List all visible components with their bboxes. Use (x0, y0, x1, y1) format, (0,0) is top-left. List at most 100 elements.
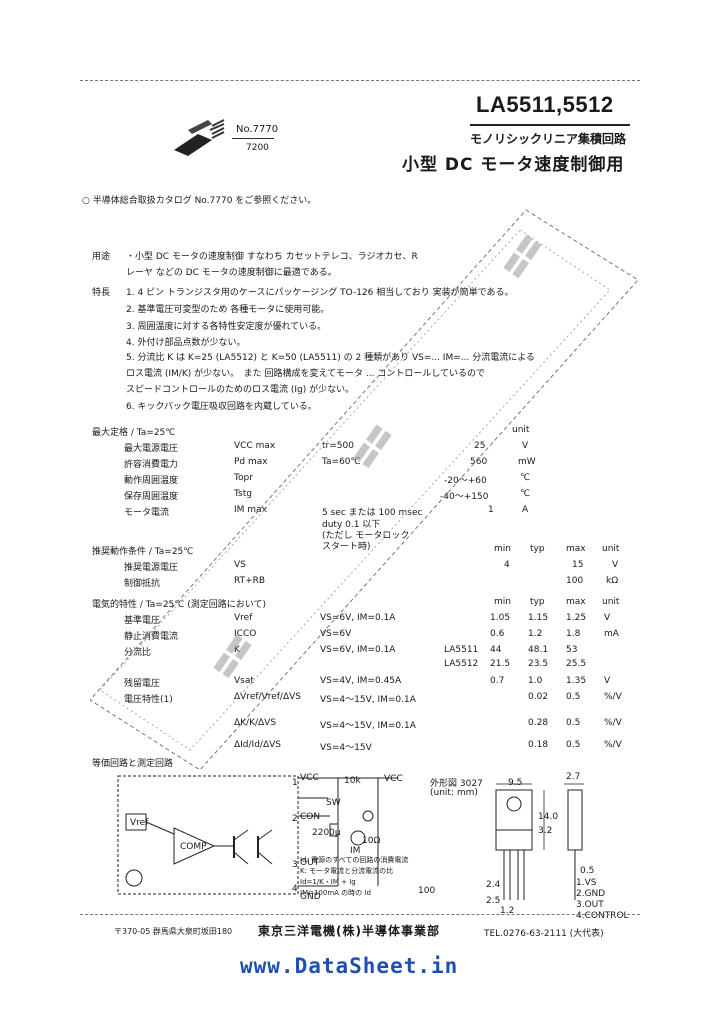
table-cell: 動作周囲温度 (124, 476, 179, 486)
table-cell: 23.5 (528, 659, 549, 669)
table-cell: 残留電圧 (124, 679, 161, 689)
pin-1: 1 (292, 778, 298, 788)
table-cell: VS=4～15V (320, 743, 372, 753)
max-ratings-unit-header: unit (512, 425, 530, 435)
table-cell: mA (604, 629, 619, 639)
table-cell: VS=4V, IM=0.45A (320, 676, 402, 686)
table-cell: 0.5 (566, 692, 581, 702)
table-cell: ICCO (234, 629, 257, 639)
table-cell: Vsat (234, 676, 254, 686)
circuit-note-2: K: モータ電流と分流電流の比 (300, 867, 394, 875)
comp-label: COMP (180, 842, 207, 852)
gnd-label: GND (300, 892, 321, 902)
formula-100: 100 (418, 886, 436, 896)
package-outline-drawing (495, 783, 584, 900)
col-max: max (566, 544, 586, 554)
table-cell: A (522, 505, 529, 515)
feature-line-5: 5. 分流比 K は K=25 (LA5512) と K=50 (LA5511)… (126, 353, 535, 363)
col-typ: typ (530, 544, 545, 554)
table-cell: 25 (474, 441, 486, 451)
table-cell: 25.5 (566, 659, 587, 669)
catalog-subnumber: 7200 (246, 143, 269, 153)
table-cell: 21.5 (490, 659, 511, 669)
package-unit: (unit: mm) (430, 788, 478, 798)
diagonal-stamp-band (90, 209, 639, 771)
table-cell: 1.05 (490, 613, 511, 623)
table-cell: kΩ (606, 576, 619, 586)
pin-assign-1: 1.VS (576, 878, 597, 888)
table-cell: ΔVref/Vref/ΔVS (234, 692, 301, 702)
table-cell: -40～+150 (440, 492, 489, 502)
table-cell: RT+RB (234, 576, 266, 586)
table-cell: ΔK/K/ΔVS (234, 718, 277, 728)
table-cell: 0.28 (528, 718, 549, 728)
resistor-10k-label: 10k (344, 776, 361, 786)
use-line-2: レーヤ などの DC モータの速度制御に最適である。 (126, 268, 337, 278)
pin-assign-2: 2.GND (576, 889, 606, 899)
circuit-note-4: IM=100mA の時の Id (300, 889, 371, 897)
dim-pitch: 2.5 (486, 896, 501, 906)
use-label: 用途 (92, 252, 111, 262)
feature-line-1: 1. 4 ピン トランジスタ用のケースにパッケージング TO-126 相当してお… (126, 288, 514, 298)
table-cell: K (234, 645, 240, 655)
table-cell: VS=6V (320, 629, 352, 639)
table-cell: 許容消費電力 (124, 460, 179, 470)
table-cell: 4 (504, 560, 510, 570)
table-cell: 0.18 (528, 740, 549, 750)
dim-lead: 0.5 (580, 866, 595, 876)
table-cell: ℃ (520, 473, 531, 483)
table-cell: VS=6V, IM=0.1A (320, 613, 396, 623)
table-cell: IM max (234, 505, 267, 515)
elec-chars-heading: 電気的特性 / Ta=25℃ (測定回路において) (92, 600, 266, 610)
table-cell: LA5511 (444, 645, 479, 655)
table-cell: Pd max (234, 457, 268, 467)
resistor-10ohm-label: 10Ω (362, 836, 381, 846)
part-number-title: LA5511,5512 (476, 92, 614, 117)
catalog-divider (232, 138, 274, 139)
table-cell: -20～+60 (444, 476, 487, 486)
col-min: min (494, 544, 511, 554)
catalog-number: No.7770 (236, 124, 279, 135)
watermark-link[interactable]: www.DataSheet.in (240, 954, 459, 978)
motor-note-1: duty 0.1 以下 (322, 520, 381, 530)
features-label: 特長 (92, 288, 111, 298)
table-cell: ℃ (520, 489, 531, 499)
im-label: IM (350, 846, 361, 856)
op-conditions-heading: 推奨動作条件 / Ta=25℃ (92, 547, 194, 557)
pin-3: 3 (292, 860, 298, 870)
package-heading: 外形図 3027 (430, 779, 483, 789)
feature-line-7: スピードコントロールのためのロス電流 (Ig) が少ない。 (126, 385, 355, 395)
table-cell: V (522, 441, 529, 451)
table-cell: 分流比 (124, 648, 152, 658)
table-cell: 基準電圧 (124, 616, 161, 626)
table-cell: 44 (490, 645, 502, 655)
footer-telephone: TEL.0276-63-2111 (大代表) (484, 929, 604, 939)
dim-width: 9.5 (508, 778, 523, 788)
equivalent-circuit-diagram (117, 775, 398, 895)
table-cell: VS=4～15V, IM=0.1A (320, 721, 416, 731)
table-cell: 1.35 (566, 676, 587, 686)
table-cell: Ta=60℃ (322, 457, 361, 467)
table-cell: LA5512 (444, 659, 479, 669)
table-cell: 推奨電源電圧 (124, 563, 179, 573)
pin-assign-4: 4.CONTROL (576, 911, 629, 921)
out-label: OUT (300, 858, 320, 868)
pin-2: 2 (292, 814, 298, 824)
table-cell: 1.2 (528, 629, 543, 639)
catalog-reference-note: ○ 半導体総合取扱カタログ No.7770 をご参照ください。 (82, 196, 317, 206)
table-cell: VS (234, 560, 246, 570)
col-typ: typ (530, 597, 545, 607)
use-line-1: ・小型 DC モータの速度制御 すなわち カセットテレコ、ラジオカセ、R (126, 252, 418, 262)
table-cell: 53 (566, 645, 578, 655)
dim-lead-width: 1.2 (500, 906, 515, 916)
table-cell: 0.6 (490, 629, 505, 639)
table-cell: 48.1 (528, 645, 549, 655)
con-label: CON (300, 812, 321, 822)
cap-label: 2200μ (312, 828, 341, 838)
motor-note-3: スタート時) (322, 542, 371, 552)
bottom-rule (80, 914, 640, 915)
vcc-label: VCC (300, 773, 319, 783)
footer-company: 東京三洋電機(株)半導体事業部 (258, 924, 440, 938)
col-min: min (494, 597, 511, 607)
dim-thickness: 2.7 (566, 772, 581, 782)
